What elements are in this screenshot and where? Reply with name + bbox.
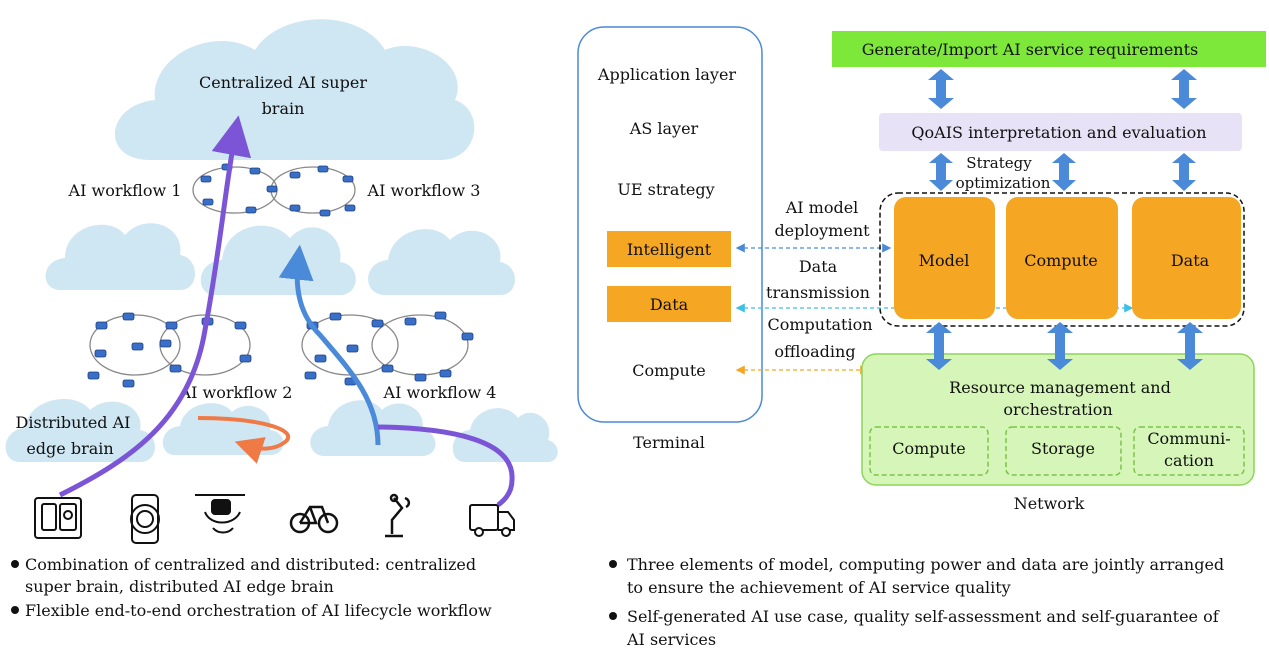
ue-strategy: UE strategy	[617, 180, 714, 199]
tablet-icon	[34, 497, 82, 539]
res-comm-line-2: cation	[1164, 451, 1214, 470]
double-arrow	[928, 69, 954, 109]
terminal-compute: Compute	[632, 361, 706, 380]
orchestration-dashed-box	[879, 192, 1245, 327]
res-storage-label: Storage	[1031, 439, 1095, 458]
res-compute-label: Compute	[892, 439, 966, 458]
network-caption: Network	[1014, 494, 1085, 513]
bullet-dot	[11, 560, 19, 568]
res-compute-box	[869, 426, 989, 476]
right-bullets: Three elements of model, computing power…	[609, 555, 1224, 649]
requirements-bar	[832, 31, 1266, 67]
bicycle-icon	[289, 505, 339, 534]
right-bullet-1-line-1: Three elements of model, computing power…	[627, 555, 1224, 574]
drone-icon	[195, 494, 245, 534]
left-bullet-2: Flexible end-to-end orchestration of AI …	[25, 601, 492, 620]
right-bullet-2-line-1: Self-generated AI use case, quality self…	[627, 607, 1220, 626]
right-bullet-1-line-2: to ensure the achievement of AI service …	[627, 578, 1011, 597]
network-data-box	[1132, 197, 1241, 319]
workflow-4-label: AI workflow 4	[383, 383, 497, 402]
requirements-label: Generate/Import AI service requirements	[862, 40, 1198, 59]
network-compute-label: Compute	[1024, 251, 1098, 270]
workflow-2-label: AI workflow 2	[179, 383, 293, 402]
application-layer: Application layer	[597, 65, 737, 84]
workflow-1-label: AI workflow 1	[68, 181, 182, 200]
blue-workflow-arrow	[278, 244, 381, 446]
terminal-panel: Application layer AS layer UE strategy I…	[577, 26, 763, 452]
as-layer: AS layer	[629, 119, 699, 138]
network-data-label: Data	[1171, 251, 1210, 270]
double-arrow	[1171, 69, 1197, 109]
intelligent-label: Intelligent	[627, 240, 712, 259]
bullet-dot	[11, 606, 19, 614]
super-brain-cloud	[114, 19, 475, 161]
super-brain-line-2: brain	[262, 99, 305, 118]
edge-clouds	[5, 398, 558, 462]
terminal-box	[577, 26, 763, 423]
strategy-line-2: optimization	[956, 174, 1051, 192]
robot-arm-icon	[385, 493, 411, 538]
double-arrow	[1172, 153, 1196, 191]
purple-truck-link	[377, 424, 515, 508]
model-deploy-line-1: AI model	[785, 198, 859, 217]
watch-icon	[130, 494, 160, 544]
qoais-bar	[879, 113, 1242, 151]
terminal-caption: Terminal	[633, 433, 705, 452]
truck-icon	[469, 504, 515, 537]
bullet-dot	[609, 560, 617, 568]
model-label: Model	[919, 251, 970, 270]
purple-workflow-arrow	[58, 115, 252, 498]
intelligent-box	[607, 231, 731, 267]
terminal-network-links: AI model deployment Data transmission Co…	[735, 198, 1134, 375]
edge-brain-line-1: Distributed AI	[16, 413, 131, 432]
orange-edge-arrow	[197, 416, 291, 464]
double-arrow	[1047, 322, 1073, 370]
resource-line-2: orchestration	[1003, 400, 1112, 419]
strategy-line-1: Strategy	[966, 154, 1032, 172]
terminal-data-box	[607, 286, 731, 322]
resource-line-1: Resource management and	[949, 378, 1171, 397]
qoais-label: QoAIS interpretation and evaluation	[911, 123, 1206, 142]
left-bullet-1-line-2: super brain, distributed AI edge brain	[25, 577, 334, 596]
left-bullet-1-line-1: Combination of centralized and distribut…	[25, 555, 476, 574]
model-deploy-line-2: deployment	[774, 221, 870, 240]
bullet-dot	[609, 612, 617, 620]
router-nodes	[87, 163, 474, 388]
double-arrow	[1177, 322, 1203, 370]
double-arrow	[929, 153, 953, 191]
model-box	[894, 197, 995, 319]
left-panel: Centralized AI super brain	[5, 19, 558, 620]
terminal-data-label: Data	[650, 295, 689, 314]
network-panel: Generate/Import AI service requirements …	[832, 31, 1266, 513]
res-storage-box	[1005, 426, 1122, 476]
data-trans-line-1: Data	[799, 257, 838, 276]
data-trans-line-2: transmission	[766, 283, 870, 302]
res-comm-line-1: Communi-	[1147, 429, 1230, 448]
res-comm-box	[1133, 426, 1245, 476]
double-arrows	[926, 69, 1203, 370]
super-brain-line-1: Centralized AI super	[199, 73, 367, 92]
comp-offload-line-2: offloading	[774, 342, 855, 361]
network-compute-box	[1006, 197, 1118, 319]
mid-clouds	[45, 223, 515, 295]
edge-brain-line-2: edge brain	[26, 439, 113, 458]
double-arrow	[926, 322, 952, 370]
right-bullet-2-line-2: AI services	[626, 630, 716, 649]
double-arrow	[1052, 153, 1076, 191]
workflow-3-label: AI workflow 3	[367, 181, 481, 200]
comp-offload-line-1: Computation	[767, 315, 872, 334]
